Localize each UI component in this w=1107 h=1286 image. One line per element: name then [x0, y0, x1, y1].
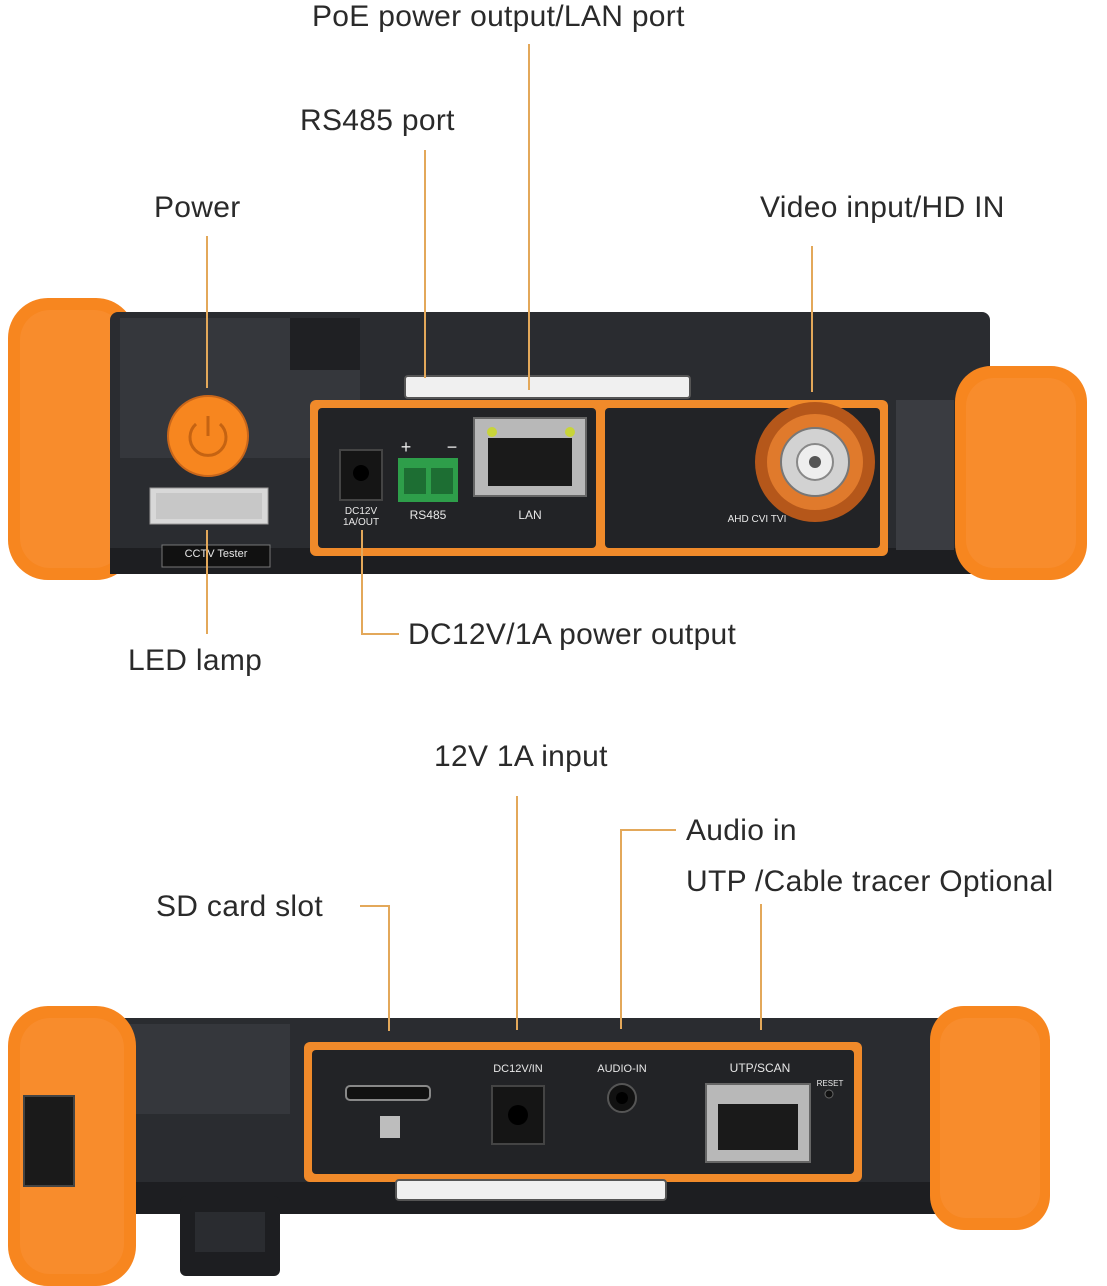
rs485-minus-label: −	[446, 437, 458, 457]
utp-scan-label: UTP/SCAN	[729, 1061, 791, 1075]
leader-poe-lan	[528, 44, 530, 390]
callout-12v-input: 12V 1A input	[434, 740, 608, 773]
leader-dc-out	[361, 530, 363, 634]
leader-utp-cable	[760, 904, 762, 1030]
callout-power: Power	[154, 191, 241, 224]
sd-card-slot	[345, 1085, 431, 1101]
callout-sd-slot: SD card slot	[156, 890, 323, 923]
leader-power	[206, 236, 208, 388]
cctv-tester-label: CCTV Tester	[184, 548, 248, 560]
leader-dc-out-h	[361, 633, 399, 635]
leader-sd-slot-h	[360, 905, 390, 907]
leader-12v-input	[516, 796, 518, 1030]
callout-led-lamp: LED lamp	[128, 644, 263, 677]
reset-label: RESET	[816, 1079, 844, 1088]
callout-dc-out: DC12V/1A power output	[408, 618, 737, 651]
callout-rs485: RS485 port	[300, 104, 455, 137]
leader-rs485	[424, 150, 426, 378]
audio-in-label: AUDIO-IN	[597, 1063, 647, 1075]
callout-poe-lan: PoE power output/LAN port	[312, 0, 685, 33]
dc-out-label-line2: 1A/OUT	[342, 517, 380, 528]
bottom-device-illustration	[8, 1006, 1050, 1286]
rs485-plus-label: +	[400, 437, 412, 457]
dc-in-label: DC12V/IN	[493, 1063, 543, 1075]
callout-video-in: Video input/HD IN	[760, 191, 1005, 224]
top-device-illustration	[8, 298, 1087, 580]
leader-sd-slot	[388, 905, 390, 1031]
callout-utp-cable: UTP /Cable tracer Optional	[686, 865, 1054, 898]
lan-label: LAN	[518, 508, 542, 522]
callout-audio-in: Audio in	[686, 814, 797, 847]
bottom-card-slot	[395, 1179, 667, 1201]
dc-out-label-line1: DC12V	[344, 506, 378, 517]
leader-audio-in-h	[620, 829, 676, 831]
top-card-slot	[404, 375, 691, 399]
leader-audio-in	[620, 829, 622, 1029]
rs485-label: RS485	[409, 508, 447, 522]
reset-button	[824, 1089, 834, 1099]
leader-led-lamp	[206, 530, 208, 634]
leader-video-in	[811, 246, 813, 392]
bnc-label: AHD CVI TVI	[727, 514, 787, 525]
